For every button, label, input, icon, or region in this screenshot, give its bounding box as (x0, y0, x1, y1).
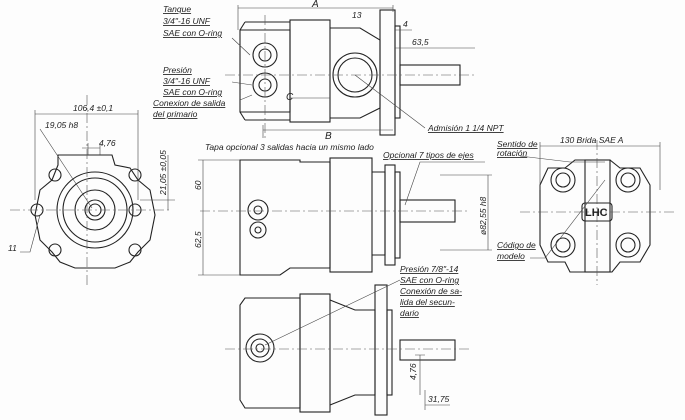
cover-note: Tapa opcional 3 salidas hacia un mismo l… (205, 142, 374, 152)
tank-label-1: Tanque (163, 4, 191, 14)
pressure2-label-3: Conexión de sa- (400, 286, 462, 296)
dim-width: 106,4 ±0,1 (73, 103, 113, 113)
dim-B: B (325, 131, 332, 142)
tank-label-3: SAE con O-ring (163, 28, 222, 38)
inlet-label: Admisión 1 1/4 NPT (427, 123, 504, 133)
dim-13: 13 (352, 10, 362, 20)
dim-shaft: 19,05 h8 (45, 120, 78, 130)
dim-C: C (286, 92, 294, 103)
front-flange-view: 130 Brida SAE A Sentido de rotación Códi… (497, 135, 675, 285)
top-view: A 13 4 63,5 B C Tanque 3/4"-16 UNF SAE c… (153, 0, 504, 142)
dim-height: 21,05 ±0,05 (158, 150, 168, 196)
pressure2-label-5: dario (400, 308, 419, 318)
flange-bolt (550, 167, 641, 258)
pressure2-label-4: lida del secun- (400, 297, 455, 307)
dim-key: 4,76 (99, 138, 116, 148)
dim-hole: 11 (8, 243, 17, 253)
dim-pilot: ø82,55 h8 (478, 196, 488, 235)
logo-lhc: LHC (585, 207, 608, 219)
flange-label: 130 Brida SAE A (560, 135, 624, 145)
pressure2-label-2: SAE con O-ring (400, 275, 459, 285)
outlet-label-1: Conexion de salida (153, 98, 226, 108)
dim-60: 60 (193, 180, 203, 190)
pressure2-label-1: Presión 7/8"-14 (400, 264, 459, 274)
pressure-label-3: SAE con O-ring (163, 87, 222, 97)
left-view: 106,4 ±0,1 19,05 h8 4,76 21,05 ±0,05 11 (8, 95, 175, 285)
model-code-label-1: Código de (497, 240, 536, 250)
dim-shaft-length: 31,75 (428, 394, 450, 404)
pressure-label-2: 3/4"-16 UNF (163, 76, 211, 86)
dim-63-5: 63,5 (412, 37, 429, 47)
dim-62-5: 62,5 (193, 231, 203, 248)
dim-4: 4 (403, 19, 408, 29)
bottom-view: Presión 7/8"-14 SAE con O-ring Conexión … (225, 264, 470, 416)
dim-A: A (311, 0, 319, 10)
rotation-label-1: Sentido de (497, 139, 538, 149)
pressure-label-1: Presión (163, 65, 192, 75)
model-code-label-2: modelo (497, 251, 525, 261)
tank-label-2: 3/4"-16 UNF (163, 16, 211, 26)
side-view: Tapa opcional 3 salidas hacia un mismo l… (193, 142, 492, 276)
dim-key-bottom: 4,76 (408, 363, 418, 380)
rotation-label-2: rotación (497, 148, 528, 158)
shaft-note: Opcional 7 tipos de ejes (383, 150, 474, 160)
outlet-label-2: del primario (153, 109, 198, 119)
